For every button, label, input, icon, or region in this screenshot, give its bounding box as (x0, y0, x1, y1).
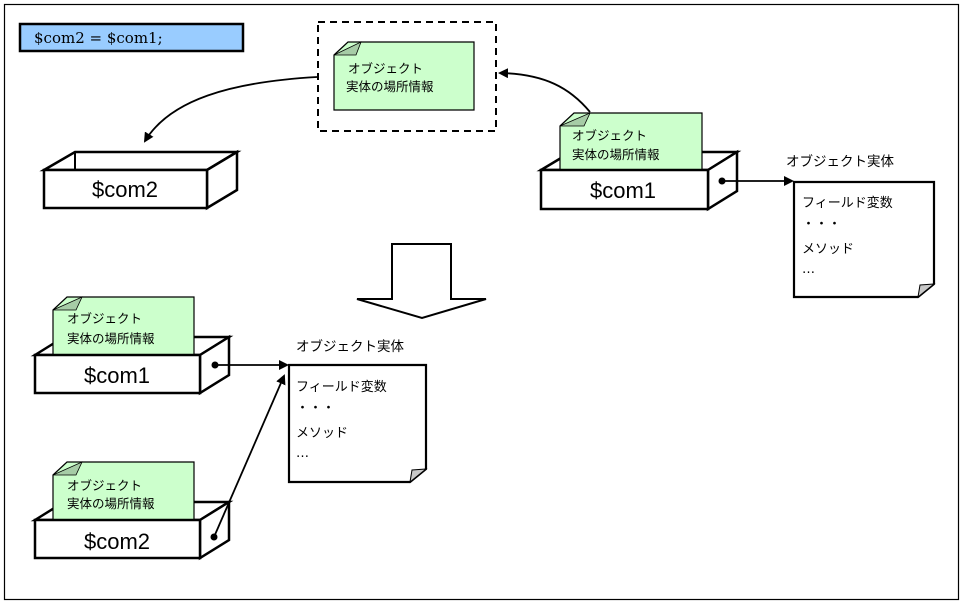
note-line1: オブジェクト (67, 311, 142, 326)
page-curl-icon (917, 283, 936, 299)
variable-box-com1-after: オブジェクト 実体の場所情報 $com1 (30, 296, 234, 396)
note-line1: オブジェクト (572, 128, 647, 143)
variable-box-com2-before: $com2 (39, 149, 242, 211)
code-statement-box: $com2 = $com1; (18, 22, 245, 53)
note-card: オブジェクト 実体の場所情報 (52, 296, 195, 356)
note-line2: 実体の場所情報 (346, 79, 434, 94)
transition-down-arrow-icon (356, 243, 487, 320)
object-field-ellipsis: ・・・ (296, 401, 335, 416)
copy-arrow-to-com2 (143, 76, 318, 143)
object-entity-title: オブジェクト実体 (786, 153, 894, 170)
object-field: フィールド変数 (296, 379, 387, 395)
note-line2: 実体の場所情報 (67, 496, 155, 511)
note-fold-icon (559, 112, 591, 127)
variable-label-com2: $com2 (92, 177, 158, 202)
variable-box-com1-before: オブジェクト 実体の場所情報 $com1 (536, 112, 742, 212)
variable-box-com2-after: オブジェクト 実体の場所情報 $com2 (30, 461, 234, 561)
note-fold-icon (52, 461, 83, 476)
note-line2: 実体の場所情報 (67, 331, 155, 346)
note-card: オブジェクト 実体の場所情報 (333, 41, 475, 111)
note-fold-icon (52, 296, 83, 311)
object-method-ellipsis: … (802, 262, 815, 277)
object-field-ellipsis: ・・・ (802, 217, 841, 232)
object-field: フィールド変数 (802, 195, 893, 211)
object-method: メソッド (296, 426, 348, 441)
dashed-frame (317, 21, 497, 132)
reference-arrow-com2-after (213, 374, 286, 538)
note-card: オブジェクト 実体の場所情報 (52, 461, 195, 521)
page-curl-icon (409, 468, 428, 484)
object-entity-before: オブジェクト実体 フィールド変数 ・・・ メソッド … (786, 153, 936, 299)
variable-label-com2: $com2 (84, 529, 150, 554)
copy-arrow-from-com1 (498, 68, 591, 113)
code-statement-text: $com2 = $com1; (34, 29, 163, 47)
object-entity-after: オブジェクト実体 フィールド変数 ・・・ メソッド … (287, 338, 428, 484)
variable-label-com1: $com1 (84, 363, 150, 388)
copied-note-group: オブジェクト 実体の場所情報 (317, 21, 497, 132)
note-line1: オブジェクト (348, 61, 423, 76)
note-line2: 実体の場所情報 (572, 147, 660, 162)
object-method: メソッド (802, 242, 854, 257)
note-line1: オブジェクト (67, 478, 142, 493)
object-method-ellipsis: … (296, 446, 309, 461)
variable-label-com1: $com1 (590, 178, 656, 203)
note-card: オブジェクト 実体の場所情報 (559, 112, 703, 171)
note-fold-icon (333, 41, 362, 56)
object-entity-title: オブジェクト実体 (296, 338, 404, 355)
